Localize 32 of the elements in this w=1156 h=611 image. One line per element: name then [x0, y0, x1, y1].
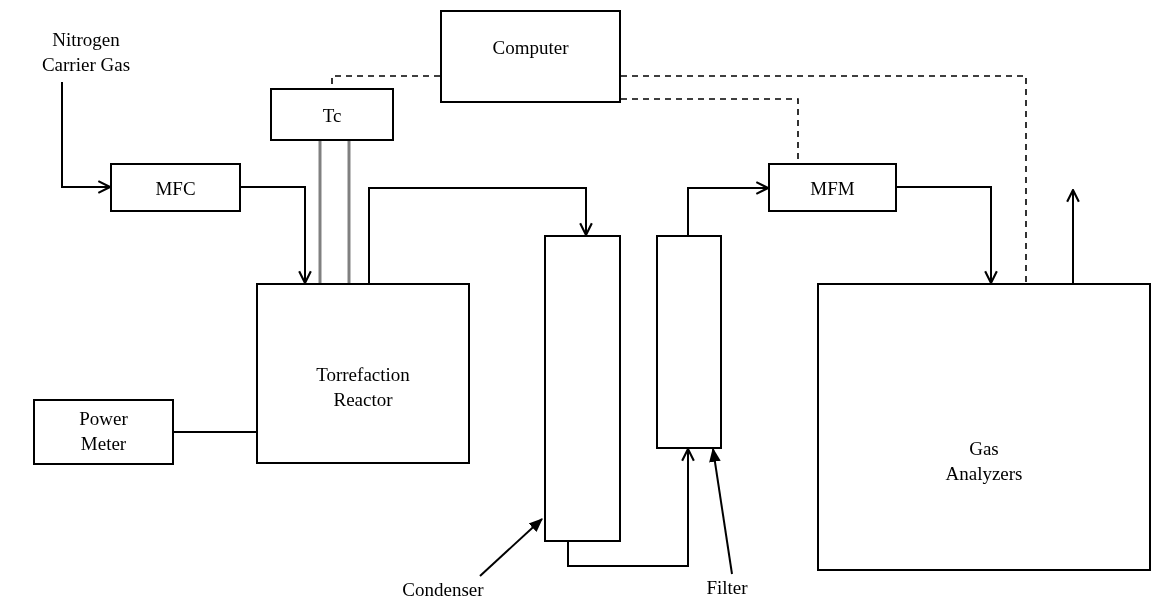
process-box — [110, 163, 241, 212]
box-label: Tc — [322, 104, 342, 128]
text-label: Nitrogen Carrier Gas — [30, 24, 142, 82]
signal-line — [620, 75, 1027, 284]
process-box — [440, 10, 621, 103]
box-label: Gas Analyzers — [944, 437, 1024, 486]
empty-column — [656, 235, 722, 449]
process-box — [270, 88, 394, 141]
thermocouple-wire — [318, 141, 322, 283]
box-label: MFC — [155, 177, 196, 201]
box-label: Computer — [492, 36, 569, 60]
process-box — [768, 163, 897, 212]
box-label: Power Meter — [78, 407, 129, 456]
flow-arrow — [61, 81, 112, 194]
box-label: Torrefaction Reactor — [315, 363, 411, 412]
flow-arrow — [567, 447, 695, 567]
leader-arrow — [709, 447, 733, 575]
process-box — [33, 399, 174, 465]
flow-arrow — [240, 186, 312, 285]
flow-arrow — [368, 187, 593, 284]
leader-arrow — [479, 518, 543, 577]
text-label: Filter — [692, 572, 762, 604]
thermocouple-wire — [347, 141, 351, 283]
box-label: MFM — [810, 177, 855, 201]
process-box — [817, 283, 1151, 571]
flow-arrow — [896, 186, 998, 285]
exhaust-arrow — [1066, 188, 1080, 284]
flow-arrow — [687, 181, 770, 236]
empty-column — [544, 235, 621, 542]
process-box — [256, 283, 470, 464]
power-cable — [173, 431, 257, 433]
text-label: Condenser — [380, 574, 506, 606]
